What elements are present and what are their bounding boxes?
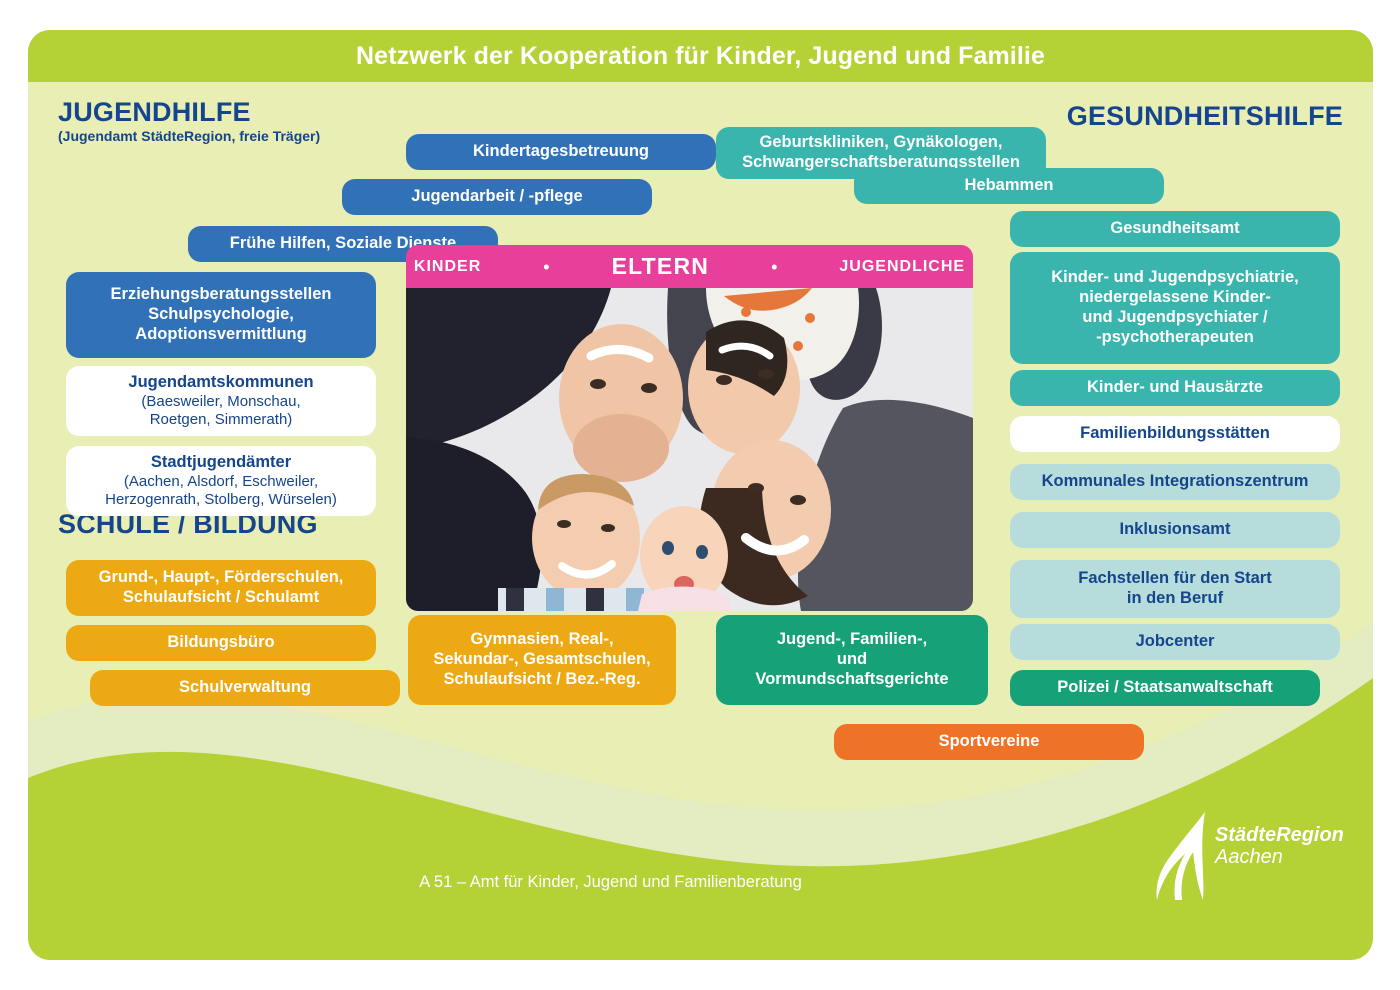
page-title: Netzwerk der Kooperation für Kinder, Jug… xyxy=(356,41,1045,70)
logo-line-2: Aachen xyxy=(1215,846,1283,869)
banner-separator-right: • xyxy=(771,256,778,277)
family-photo-image xyxy=(406,288,973,611)
photo-banner: KINDER • ELTERN • JUGENDLICHE xyxy=(406,245,973,288)
pill-bildungsbuero[interactable]: Bildungsbüro xyxy=(66,625,376,661)
pill-label-line-3: Schulaufsicht / Bez.-Reg. xyxy=(443,669,641,688)
pill-stadtjugendaemter[interactable]: Stadtjugendämter (Aachen, Alsdorf, Eschw… xyxy=(66,446,376,516)
pill-label: Jobcenter xyxy=(1135,632,1215,651)
pill-kinder-jugendpsychiatrie[interactable]: Kinder- und Jugendpsychiatrie, niedergel… xyxy=(1010,252,1340,364)
pill-label-line-1: Jugend-, Familien-, xyxy=(776,630,928,649)
pill-label-line-1: Kinder- und Jugendpsychiatrie, xyxy=(1051,268,1299,287)
family-photo-block: KINDER • ELTERN • JUGENDLICHE xyxy=(406,245,973,611)
pill-label: Kindertagesbetreuung xyxy=(472,142,650,161)
pill-jobcenter[interactable]: Jobcenter xyxy=(1010,624,1340,660)
pill-sublabel-line-1: (Aachen, Alsdorf, Eschweiler, xyxy=(123,472,319,490)
pill-label: Frühe Hilfen, Soziale Dienste xyxy=(229,234,457,253)
pill-label-line-3: Adoptionsvermittlung xyxy=(135,324,307,343)
footer-note: A 51 – Amt für Kinder, Jugend und Famili… xyxy=(419,873,802,891)
logo-line-1: StädteRegion xyxy=(1215,824,1344,846)
pill-label-line-2: und xyxy=(836,650,868,669)
pill-label-line-3: und Jugendpsychiater / xyxy=(1082,308,1268,326)
pill-fruehe-hilfen-soziale-dienste[interactable]: Frühe Hilfen, Soziale Dienste xyxy=(188,226,498,262)
pill-label: Gesundheitsamt xyxy=(1110,219,1240,238)
pill-label-line-2: in den Beruf xyxy=(1126,589,1224,607)
pill-fachstellen-start-beruf[interactable]: Fachstellen für den Start in den Beruf xyxy=(1010,560,1340,618)
pill-label-line-1: Geburtskliniken, Gynäkologen, xyxy=(759,133,1003,152)
pill-jugend-familien-vormundschaftsgerichte[interactable]: Jugend-, Familien-, und Vormundschaftsge… xyxy=(716,615,988,705)
pill-label: Polizei / Staatsanwaltschaft xyxy=(1057,678,1273,697)
pill-label: Kinder- und Hausärzte xyxy=(1086,378,1264,397)
banner-label-eltern: ELTERN xyxy=(611,253,710,279)
pill-familienbildungsstaetten[interactable]: Familienbildungsstätten xyxy=(1010,416,1340,452)
pill-inklusionsamt[interactable]: Inklusionsamt xyxy=(1010,512,1340,548)
poster-canvas: Netzwerk der Kooperation für Kinder, Jug… xyxy=(28,30,1373,960)
banner-label-kinder: KINDER xyxy=(413,257,482,275)
pill-schulverwaltung[interactable]: Schulverwaltung xyxy=(90,670,400,706)
pill-label: Kommunales Integrationszentrum xyxy=(1041,472,1309,491)
pill-gymnasien-realschulen[interactable]: Gymnasien, Real-, Sekundar-, Gesamtschul… xyxy=(408,615,676,705)
pill-label-line-1: Gymnasien, Real-, xyxy=(470,630,614,649)
heading-jugendhilfe-sub: (Jugendamt StädteRegion, freie Träger) xyxy=(58,128,321,145)
pill-label: Stadtjugendämter xyxy=(150,453,292,472)
pill-label-line-2: Sekundar-, Gesamtschulen, xyxy=(433,650,651,669)
pill-sublabel-line-1: (Baesweiler, Monschau, xyxy=(141,392,301,410)
banner-label-jugendliche: JUGENDLICHE xyxy=(839,257,966,275)
pill-gesundheitsamt[interactable]: Gesundheitsamt xyxy=(1010,211,1340,247)
pill-label-line-3: Vormundschaftsgerichte xyxy=(755,669,949,688)
pill-kindertagesbetreuung[interactable]: Kindertagesbetreuung xyxy=(406,134,716,170)
logo-wordmark: StädteRegion Aachen xyxy=(1215,824,1344,869)
pill-grund-haupt-foerderschulen[interactable]: Grund-, Haupt-, Förderschulen, Schulaufs… xyxy=(66,560,376,616)
pill-label: Familienbildungsstätten xyxy=(1080,424,1270,443)
pill-kinder-und-hausaerzte[interactable]: Kinder- und Hausärzte xyxy=(1010,370,1340,406)
pill-label: Jugendamtskommunen xyxy=(128,373,314,392)
pill-label-line-1: Fachstellen für den Start xyxy=(1078,569,1272,588)
pill-polizei-staatsanwaltschaft[interactable]: Polizei / Staatsanwaltschaft xyxy=(1010,670,1320,706)
section-heading-jugendhilfe: JUGENDHILFE (Jugendamt StädteRegion, fre… xyxy=(58,97,321,145)
pill-label-line-1: Grund-, Haupt-, Förderschulen, xyxy=(98,568,344,587)
section-heading-gesundheitshilfe: GESUNDHEITSHILFE xyxy=(1066,101,1343,131)
pill-label-line-2: Schulaufsicht / Schulamt xyxy=(122,588,320,606)
pill-jugendarbeit-pflege[interactable]: Jugendarbeit / -pflege xyxy=(342,179,652,215)
pill-sublabel-line-2: Roetgen, Simmerath) xyxy=(149,410,293,428)
pill-sublabel-line-2: Herzogenrath, Stolberg, Würselen) xyxy=(105,490,337,508)
pill-label-line-4: -psychotherapeuten xyxy=(1096,327,1254,346)
pill-erziehungsberatungsstellen[interactable]: Erziehungsberatungsstellen Schulpsycholo… xyxy=(66,272,376,358)
pill-label: Inklusionsamt xyxy=(1119,520,1231,539)
pill-label-line-2: Schulpsychologie, xyxy=(148,305,294,324)
pill-jugendamtskommunen[interactable]: Jugendamtskommunen (Baesweiler, Monschau… xyxy=(66,366,376,436)
banner-separator-left: • xyxy=(543,256,550,277)
poster-header: Netzwerk der Kooperation für Kinder, Jug… xyxy=(28,30,1373,82)
logo-mark-icon xyxy=(1156,812,1205,900)
pill-hebammen[interactable]: Hebammen xyxy=(854,168,1164,204)
pill-label-line-2: Schwangerschaftsberatungsstellen xyxy=(742,153,1020,171)
pill-label-line-2: niedergelassene Kinder- xyxy=(1079,288,1271,307)
pill-label: Sportvereine xyxy=(938,732,1040,751)
pill-kommunales-integrationszentrum[interactable]: Kommunales Integrationszentrum xyxy=(1010,464,1340,500)
pill-label-line-1: Erziehungsberatungsstellen xyxy=(110,285,332,304)
pill-sportvereine[interactable]: Sportvereine xyxy=(834,724,1144,760)
heading-jugendhilfe-main: JUGENDHILFE xyxy=(58,97,251,127)
staedteregion-aachen-logo: StädteRegion Aachen xyxy=(1155,810,1344,905)
pill-label: Bildungsbüro xyxy=(167,633,275,652)
pill-label: Jugendarbeit / -pflege xyxy=(411,187,583,206)
pill-label: Hebammen xyxy=(964,176,1054,195)
family-photo-illustration xyxy=(406,288,973,611)
heading-gesundheitshilfe-main: GESUNDHEITSHILFE xyxy=(1066,101,1343,131)
pill-label: Schulverwaltung xyxy=(178,678,312,697)
